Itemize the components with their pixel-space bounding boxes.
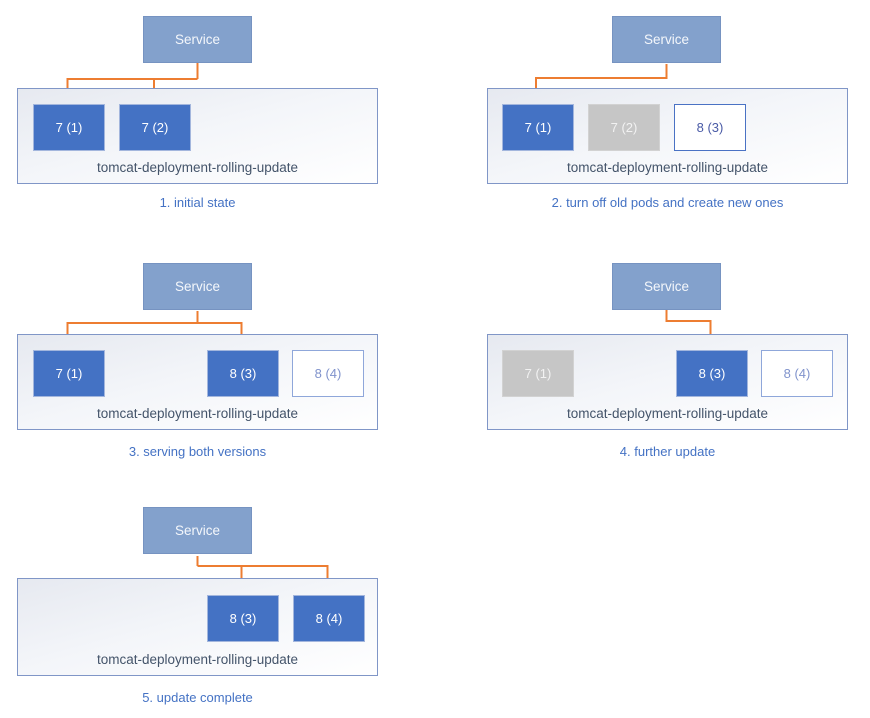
- service-box: Service: [612, 16, 721, 63]
- deployment-label: tomcat-deployment-rolling-update: [96, 406, 299, 421]
- pod-7-2: 7 (2): [588, 104, 660, 151]
- deployment-label: tomcat-deployment-rolling-update: [96, 652, 299, 667]
- pod-8-4: 8 (4): [293, 595, 365, 642]
- pod-7-1: 7 (1): [33, 350, 105, 397]
- pod-8-3: 8 (3): [676, 350, 748, 397]
- pod-8-3: 8 (3): [674, 104, 746, 151]
- stage-caption: 1. initial state: [159, 195, 236, 210]
- pod-8-3: 8 (3): [207, 350, 279, 397]
- pod-8-3: 8 (3): [207, 595, 279, 642]
- deployment-box: 7 (1) 8 (3) 8 (4) tomcat-deployment-roll…: [17, 334, 378, 430]
- pod-7-1: 7 (1): [502, 104, 574, 151]
- pod-8-4: 8 (4): [292, 350, 364, 397]
- stage-caption: 5. update complete: [142, 690, 253, 705]
- deployment-label: tomcat-deployment-rolling-update: [566, 160, 769, 175]
- pod-8-4: 8 (4): [761, 350, 833, 397]
- stage-caption: 3. serving both versions: [128, 444, 267, 459]
- stage-caption: 2. turn off old pods and create new ones: [551, 195, 784, 210]
- deployment-box: 7 (1) 7 (2) 8 (3) tomcat-deployment-roll…: [487, 88, 848, 184]
- service-box: Service: [143, 507, 252, 554]
- deployment-box: 7 (1) 8 (3) 8 (4) tomcat-deployment-roll…: [487, 334, 848, 430]
- service-box: Service: [143, 263, 252, 310]
- service-box: Service: [612, 263, 721, 310]
- stage-caption: 4. further update: [619, 444, 716, 459]
- deployment-label: tomcat-deployment-rolling-update: [566, 406, 769, 421]
- pod-7-1: 7 (1): [33, 104, 105, 151]
- service-box: Service: [143, 16, 252, 63]
- deployment-label: tomcat-deployment-rolling-update: [96, 160, 299, 175]
- pod-7-1: 7 (1): [502, 350, 574, 397]
- pod-7-2: 7 (2): [119, 104, 191, 151]
- deployment-box: 7 (1) 7 (2) tomcat-deployment-rolling-up…: [17, 88, 378, 184]
- deployment-box: 8 (3) 8 (4) tomcat-deployment-rolling-up…: [17, 578, 378, 676]
